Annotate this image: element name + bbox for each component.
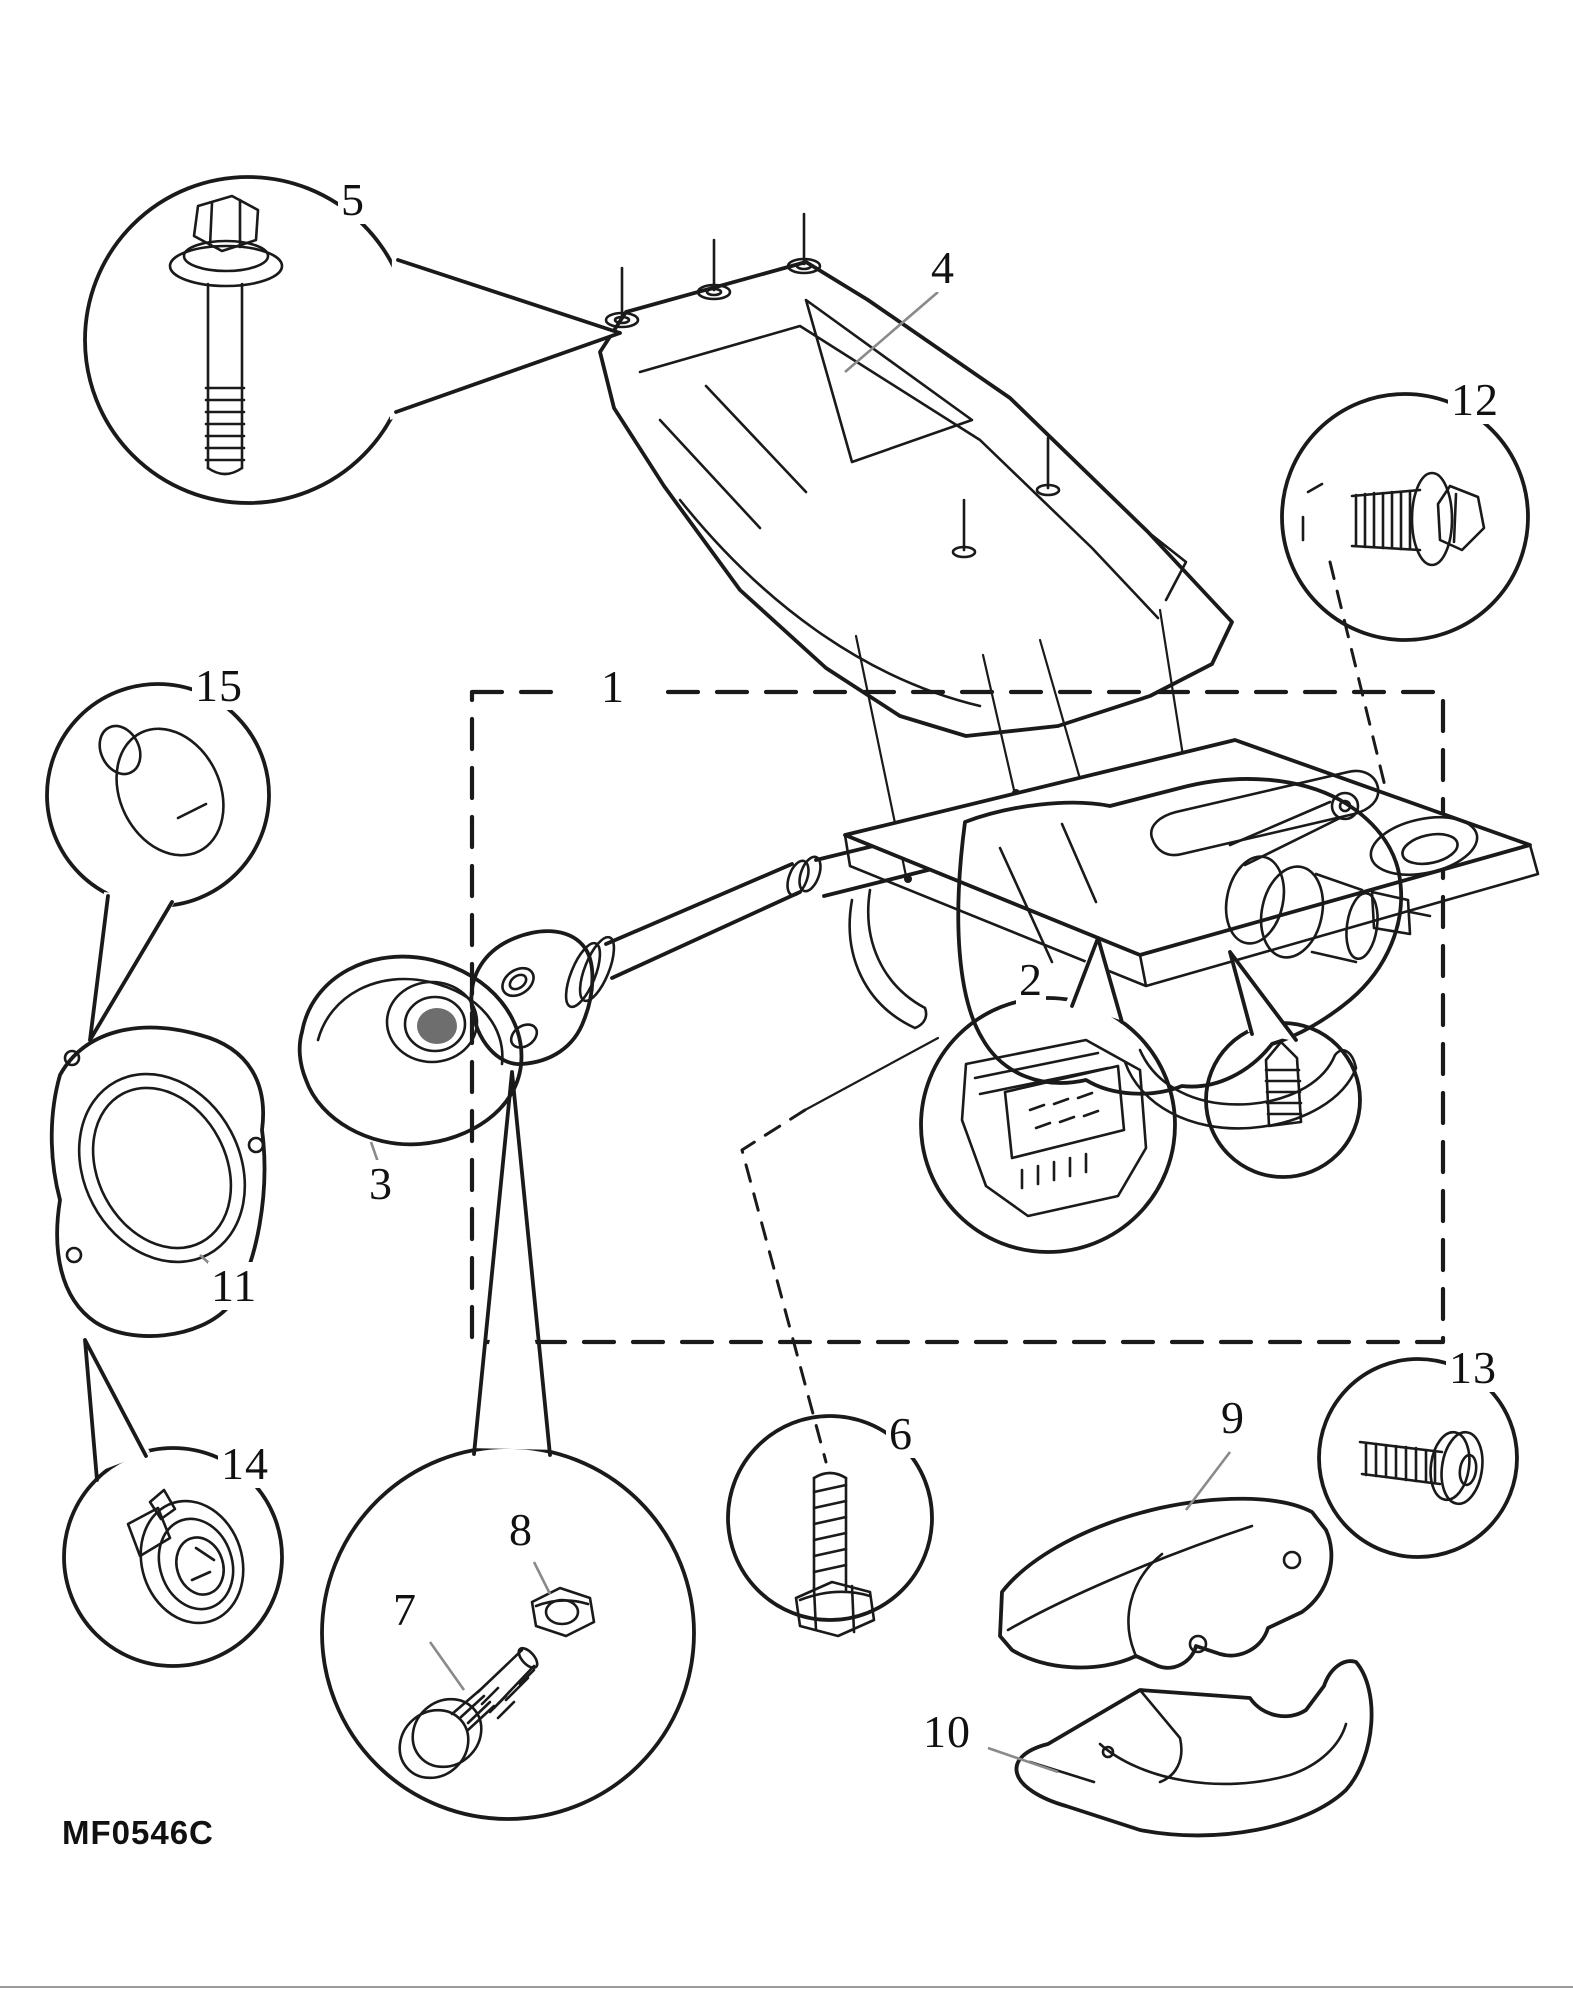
leader-6-solid — [803, 1036, 940, 1112]
figure-code: MF0546C — [62, 1814, 214, 1851]
flanged-hex-bolt-icon — [168, 194, 284, 476]
upper-arm — [1228, 800, 1342, 867]
leader-6-dashed — [740, 1108, 828, 1464]
bottom-rule — [0, 1986, 1573, 1988]
part-label-6: 6 — [886, 1409, 916, 1459]
part-label-2: 2 — [1016, 955, 1046, 1005]
lower-arm — [848, 888, 928, 1030]
short-flanged-bolt-icon — [1350, 471, 1486, 567]
flange-nut-icon — [530, 1586, 596, 1638]
part-label-12: 12 — [1448, 375, 1502, 425]
shear-bolt-tip-icon — [1264, 1040, 1303, 1128]
lower-shaft — [604, 862, 802, 980]
part-label-3: 3 — [366, 1159, 396, 1209]
label-leader-10 — [987, 1746, 1059, 1774]
detail-circle-14 — [62, 1338, 284, 1668]
column-mounting-plate — [843, 738, 1540, 988]
shear-bolt-icon — [398, 1646, 539, 1780]
part-label-8: 8 — [506, 1505, 536, 1555]
boot-seal-part-3 — [297, 954, 524, 1186]
detail-circle-15 — [45, 682, 271, 1044]
lower-shroud-part-10 — [987, 1659, 1374, 1838]
detail-circle-6 — [726, 1036, 940, 1638]
mounting-bracket-part-4 — [598, 212, 1234, 738]
part-label-4: 4 — [928, 243, 958, 293]
part-label-5: 5 — [338, 175, 368, 225]
bracket-stud — [604, 212, 1061, 559]
label-leader-9 — [1184, 1451, 1232, 1511]
part-label-10: 10 — [920, 1707, 974, 1757]
part-label-7: 7 — [390, 1585, 420, 1635]
grommet-clip-icon — [126, 1488, 245, 1625]
part-label-14: 14 — [218, 1439, 272, 1489]
detail-circle-13 — [1317, 1357, 1519, 1559]
detail-circle-2 — [919, 936, 1177, 1254]
hook-arm — [1123, 1048, 1358, 1130]
alignment-dash — [1301, 482, 1324, 542]
connector-block-icon — [960, 1038, 1148, 1218]
label-leader-4 — [844, 291, 939, 373]
label-leader-7 — [428, 1641, 466, 1691]
part-label-15: 15 — [192, 661, 246, 711]
upper-shroud-part-9 — [998, 1451, 1334, 1670]
pan-head-screw-icon — [1358, 1430, 1484, 1506]
part-label-11: 11 — [208, 1261, 261, 1311]
column-housing — [848, 777, 1432, 1130]
part-label-1: 1 — [598, 662, 628, 712]
part-label-9: 9 — [1218, 1393, 1248, 1443]
push-pin-clip-icon — [98, 724, 225, 857]
detail-circle-7-8 — [320, 1070, 696, 1821]
hex-bolt-icon — [794, 1471, 876, 1638]
part-label-13: 13 — [1446, 1343, 1500, 1393]
label-leader-8 — [532, 1561, 552, 1595]
detail-circle-5 — [83, 175, 622, 505]
detail-circle-12 — [1280, 392, 1530, 882]
detail-circle-shear-bolt-tip — [1204, 950, 1362, 1179]
